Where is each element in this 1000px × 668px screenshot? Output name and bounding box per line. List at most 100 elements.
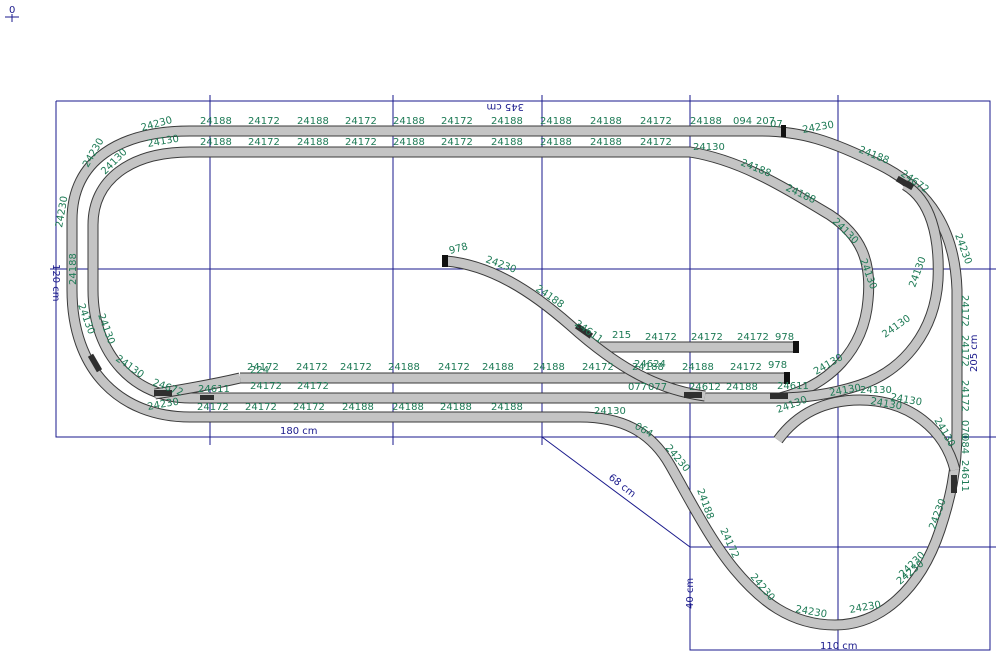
- track-piece-label: 24172: [737, 332, 769, 343]
- track-piece-label: 077: [628, 382, 647, 393]
- track-piece-label: 24172: [959, 380, 970, 412]
- track-piece-label: 24130: [829, 383, 862, 399]
- dim-lower-height: 40 cm: [685, 578, 696, 609]
- track-piece-label: 24172: [441, 116, 473, 127]
- track-piece-label: 24188: [682, 362, 714, 373]
- track-piece-label: 24172: [640, 137, 672, 148]
- track-piece-label: 24188: [200, 116, 232, 127]
- track-piece-label: 24130: [880, 313, 912, 340]
- track-piece-label: 24188: [726, 382, 758, 393]
- loop-spur-track: [774, 395, 960, 472]
- origin-marker: 0: [5, 5, 19, 22]
- track-piece-label: 24188: [342, 402, 374, 413]
- turnout-switch: [87, 353, 103, 373]
- track-piece-label: 24172: [340, 362, 372, 373]
- track-piece-label: 24611: [959, 460, 970, 492]
- track-piece-label: 24624: [634, 359, 666, 370]
- track-piece-label: 24172: [247, 362, 279, 373]
- buffer-stop: [793, 341, 799, 353]
- track-piece-label: 24130: [860, 385, 892, 396]
- track-piece-label: 24172: [345, 116, 377, 127]
- track-piece-label: 24172: [296, 362, 328, 373]
- track-piece-label: 24188: [590, 116, 622, 127]
- track-piece-label: 24188: [491, 116, 523, 127]
- track-piece-label: 24188: [393, 116, 425, 127]
- track-piece-label: 24172: [691, 332, 723, 343]
- track-piece-label: 24612: [689, 382, 721, 393]
- track-piece-label: 24230: [849, 600, 882, 616]
- track-piece-label: 24130: [907, 255, 928, 289]
- turnout-switch: [895, 175, 915, 191]
- track-piece-label: 224: [250, 365, 269, 376]
- track-piece-label: 24172: [730, 362, 762, 373]
- dim-left-height: 120 cm: [50, 264, 61, 302]
- track-piece-label: 077: [648, 382, 667, 393]
- buffer-stop: [784, 372, 790, 384]
- turnout-switch: [951, 475, 957, 493]
- track-piece-label: 24172: [245, 402, 277, 413]
- dim-bottom-width: 180 cm: [280, 426, 318, 437]
- track-piece-label: 978: [775, 332, 794, 343]
- track-piece-label: 24188: [393, 137, 425, 148]
- right-connecting-track: [779, 181, 943, 403]
- inner-mainline-track: [88, 147, 874, 403]
- track-piece-label: 24130: [147, 134, 180, 150]
- track-piece-label: 24172: [248, 116, 280, 127]
- track-piece-label: 24172: [248, 137, 280, 148]
- track-piece-label: 24230: [147, 397, 180, 413]
- track-piece-label: 215: [612, 330, 631, 341]
- track-piece-label: 24230: [54, 195, 70, 228]
- track-piece-label: 24130: [889, 392, 922, 408]
- track-piece-label: 24172: [441, 137, 473, 148]
- track-piece-label: 24188: [440, 402, 472, 413]
- turnout-switch: [574, 323, 594, 339]
- track-piece-label: 07: [770, 119, 783, 130]
- track-piece-label: 24611: [198, 384, 230, 395]
- dim-lower-width: 110 cm: [820, 641, 858, 652]
- track-piece-label: 24188: [632, 362, 664, 373]
- track-piece-label: 24172: [959, 335, 970, 367]
- turnout-switch: [200, 395, 214, 400]
- track-piece-label: 24172: [645, 332, 677, 343]
- turnout-switch: [684, 392, 702, 398]
- track-piece-label: 24130: [693, 142, 725, 153]
- track-piece-label: 207: [756, 116, 775, 127]
- dim-top-width: 345 cm: [486, 101, 524, 112]
- track-piece-label: 24172: [293, 402, 325, 413]
- track-piece-label: 24130: [857, 257, 878, 291]
- turnout-switch: [770, 393, 788, 399]
- track-piece-label: 24172: [297, 381, 329, 392]
- diagonal-branch-track: [445, 256, 706, 401]
- track-piece-label: 24188: [297, 137, 329, 148]
- track-piece-label: 24172: [197, 402, 229, 413]
- track-piece-label: 24188: [200, 137, 232, 148]
- origin-label: 0: [9, 5, 15, 16]
- track-piece-label: 24230: [802, 120, 835, 136]
- track-piece-label: 24188: [533, 362, 565, 373]
- track-piece-label: 24188: [590, 137, 622, 148]
- track-piece-label: 24188: [482, 362, 514, 373]
- track-piece-label: 978: [768, 360, 787, 371]
- track-piece-label: 070: [959, 420, 970, 439]
- track-piece-label: 24188: [540, 137, 572, 148]
- track-piece-label: 24172: [250, 381, 282, 392]
- buffer-stop: [442, 255, 448, 267]
- track-piece-label: 24172: [640, 116, 672, 127]
- track-piece-label: 978: [448, 241, 469, 257]
- track-piece-label: 084: [959, 435, 970, 454]
- track-piece-label: 24188: [297, 116, 329, 127]
- track-piece-label: 24172: [438, 362, 470, 373]
- track-piece-label: 24172: [959, 295, 970, 327]
- track-piece-label: 24172: [345, 137, 377, 148]
- outer-mainline-track: [67, 126, 962, 630]
- track-piece-label: 24188: [68, 253, 79, 285]
- track-piece-label: 24188: [388, 362, 420, 373]
- track-piece-label: 094: [733, 116, 752, 127]
- track-piece-label: 24230: [794, 604, 827, 620]
- buffer-stop: [781, 125, 786, 137]
- track-piece-label: 24130: [869, 396, 902, 412]
- track-layer: [66, 125, 963, 631]
- track-piece-label: 24130: [594, 406, 626, 417]
- track-piece-label: 24172: [582, 362, 614, 373]
